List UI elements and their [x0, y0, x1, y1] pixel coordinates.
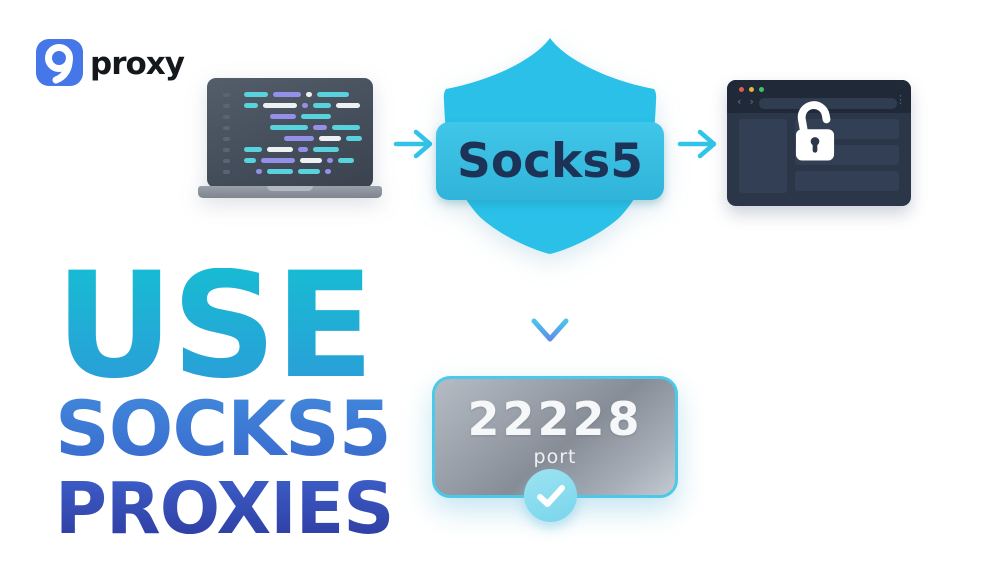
brand-logo: proxy	[36, 39, 185, 86]
socks5-ribbon: Socks5	[436, 122, 664, 200]
nav-chevrons-icon: ‹ ›	[737, 95, 756, 108]
url-bar	[759, 98, 897, 109]
browser-header: ‹ › ⋮	[727, 80, 911, 113]
port-card: 22228 port	[432, 376, 678, 522]
laptop-illustration	[198, 78, 382, 199]
browser-illustration: ‹ › ⋮	[727, 80, 911, 206]
arrow-right-icon	[677, 129, 717, 159]
browser-sidebar-block	[739, 119, 787, 193]
port-number: 22228	[467, 392, 643, 446]
9proxy-logo-icon	[36, 39, 83, 86]
brand-name: proxy	[90, 46, 185, 82]
close-dot-icon	[739, 87, 744, 92]
arrow-right-icon	[393, 129, 433, 159]
kebab-menu-icon: ⋮	[895, 93, 906, 106]
check-icon	[524, 469, 577, 522]
minimize-dot-icon	[749, 87, 754, 92]
socks5-label: Socks5	[457, 133, 643, 189]
browser-content-row	[795, 171, 899, 191]
headline-line-2: SOCKS5	[55, 383, 392, 473]
laptop-notch	[267, 186, 313, 191]
browser-body	[727, 101, 911, 206]
unlock-icon	[795, 101, 835, 161]
laptop-code	[223, 89, 363, 177]
headline: USE SOCKS5 PROXIES	[55, 241, 394, 550]
laptop-base	[198, 186, 382, 198]
headline-line-3: PROXIES	[55, 466, 394, 550]
port-label: port	[533, 446, 577, 468]
arrow-down-icon	[531, 255, 569, 342]
laptop-screen	[207, 78, 373, 188]
traffic-lights-icon	[739, 87, 764, 92]
socks5-shield: Socks5	[435, 33, 665, 257]
maximize-dot-icon	[759, 87, 764, 92]
headline-line-1: USE	[55, 241, 374, 411]
